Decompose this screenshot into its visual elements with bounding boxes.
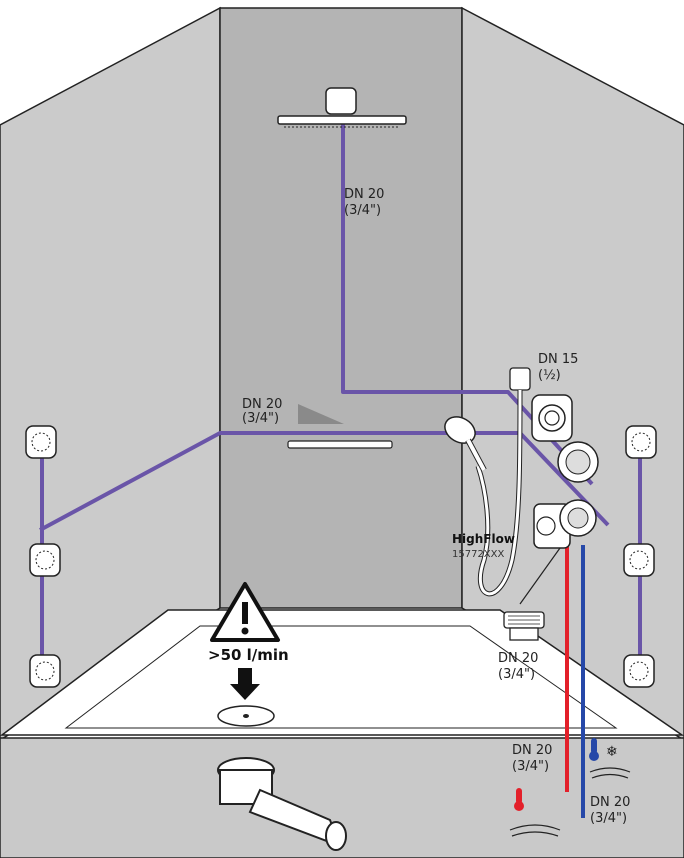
connector-size-label-line2: (3/4") bbox=[498, 667, 535, 682]
body-jet bbox=[625, 425, 657, 459]
drain-flow-label: >50 l/min bbox=[208, 646, 289, 664]
product-name: HighFlow bbox=[452, 532, 515, 546]
handshower-supply-label-line2: (½) bbox=[538, 368, 561, 383]
hot-water-icon bbox=[509, 788, 561, 837]
body-jets-left bbox=[25, 425, 61, 688]
connector-fitting bbox=[503, 611, 545, 641]
svg-text:❄: ❄ bbox=[606, 744, 618, 760]
hot-supply-label-line1: DN 20 bbox=[512, 743, 552, 758]
thermostat-control bbox=[519, 394, 599, 605]
connector-size-label-line1: DN 20 bbox=[498, 651, 538, 666]
shower-tray bbox=[0, 609, 684, 736]
overhead-pipe-label-line2: (3/4") bbox=[344, 203, 381, 218]
branch-pipe-label-line1: DN 20 bbox=[242, 397, 282, 412]
hand-shower bbox=[444, 367, 531, 597]
body-jet bbox=[623, 654, 655, 688]
body-jets-right bbox=[623, 425, 657, 688]
hot-supply-label-line2: (3/4") bbox=[512, 759, 549, 774]
body-jet bbox=[29, 654, 61, 688]
handshower-supply-label-line1: DN 15 bbox=[538, 352, 578, 367]
cold-water-icon: ❄ bbox=[589, 738, 631, 779]
branch-pipe-label-line2: (3/4") bbox=[242, 411, 279, 426]
shelf bbox=[287, 404, 393, 449]
body-jet bbox=[623, 543, 655, 577]
overhead-pipe-label-line1: DN 20 bbox=[344, 187, 384, 202]
product-code: 15772XXX bbox=[452, 549, 505, 560]
overhead-shower bbox=[277, 87, 407, 128]
arrow-down-icon bbox=[230, 668, 260, 700]
body-jet bbox=[25, 425, 57, 459]
body-jet bbox=[29, 543, 61, 577]
drain-body bbox=[217, 757, 347, 851]
cold-supply-label-line1: DN 20 bbox=[590, 795, 630, 810]
warning-triangle-icon bbox=[210, 582, 280, 642]
cold-supply-label-line2: (3/4") bbox=[590, 811, 627, 826]
